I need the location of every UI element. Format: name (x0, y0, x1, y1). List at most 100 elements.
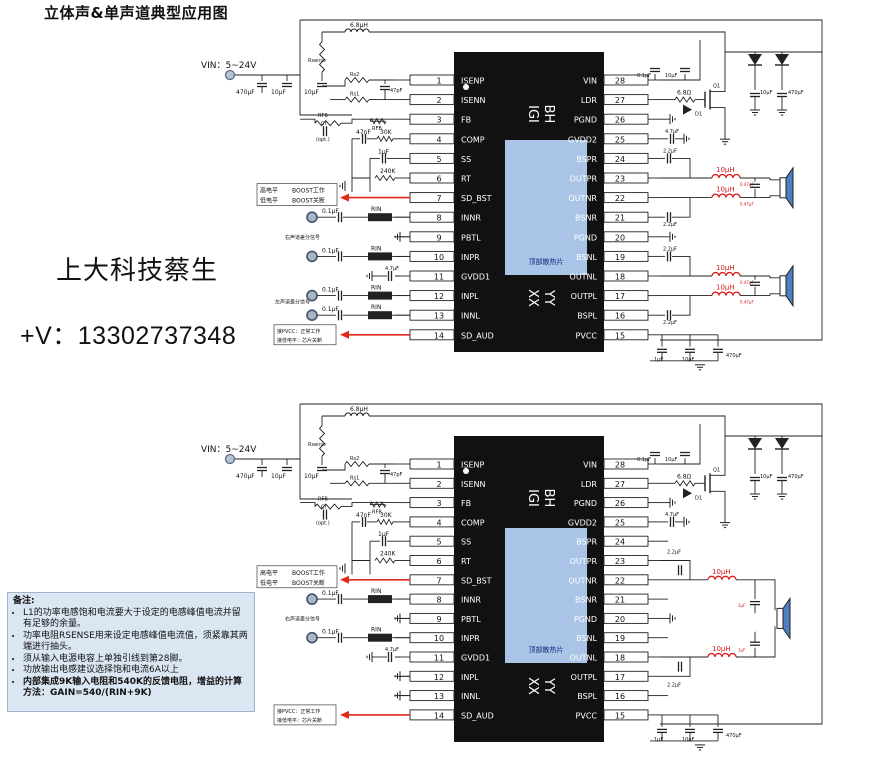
pin-number: 18 (615, 654, 625, 663)
inductor-icon (711, 271, 741, 277)
diode-icon (775, 54, 789, 65)
wire (672, 295, 691, 316)
pin-name: INPL (461, 292, 479, 301)
wire (660, 40, 701, 81)
wire (769, 293, 780, 296)
inductor-label: 6.8μH (350, 22, 368, 29)
pin-number: 21 (615, 214, 625, 223)
pin-number: 9 (436, 615, 441, 624)
speaker-cone-icon (785, 264, 794, 308)
pin-number: 3 (436, 499, 441, 508)
cap-label: 470μF (236, 89, 255, 96)
pin-name: FB (461, 116, 471, 125)
rin-resistor-icon (368, 252, 392, 261)
inductor-icon (707, 652, 737, 658)
pin-name: PBTL (461, 615, 481, 624)
cap-label: 10μF (760, 90, 773, 96)
pin-number: 28 (615, 77, 625, 86)
pin-name: GVDD2 (568, 518, 597, 527)
pin-number: 1 (436, 461, 441, 470)
mosfet-label: Q1 (713, 84, 720, 90)
resistor-label: Rsense (308, 442, 326, 448)
wire (755, 579, 776, 611)
pin-name: OUTPR (570, 175, 598, 184)
pin-name: OUTNR (568, 194, 597, 203)
pin-name: FB (461, 499, 471, 508)
resistor-label: 240K (380, 168, 396, 175)
pin-number: 26 (615, 116, 625, 125)
wire (300, 502, 316, 507)
notes-title: 备注: (13, 596, 35, 606)
resistor-icon (376, 135, 394, 143)
pin-box (409, 497, 455, 509)
resistor-icon (344, 460, 370, 468)
chip-mark-top: IGI (525, 489, 540, 507)
cap-label: 1μF (738, 603, 746, 608)
arrow-head-icon (340, 330, 349, 339)
pin-name: PBTL (461, 233, 481, 242)
resistor-label: RFB (318, 497, 328, 503)
resistor-icon (369, 501, 387, 509)
cap-label: 470μF (726, 733, 742, 739)
pin-name: INNR (461, 214, 481, 223)
pin-box (603, 612, 649, 624)
pin-number: 25 (615, 518, 625, 527)
pin-box (409, 458, 455, 470)
inductor-label: 10μH (716, 284, 735, 292)
legend-text: 接低电平：芯片关断 (277, 337, 322, 344)
wire (672, 157, 691, 178)
wire (769, 195, 780, 198)
input-terminal-icon (306, 211, 318, 223)
pin-box (409, 535, 455, 547)
pin-box (409, 270, 455, 282)
pin-number: 22 (615, 194, 625, 203)
rin-resistor-icon (368, 311, 392, 320)
diode-label: D1 (695, 495, 702, 501)
pin-name: BSNL (576, 253, 597, 262)
pin-box (409, 555, 455, 566)
resistor-label: 30K (380, 512, 393, 519)
pin-box (603, 329, 649, 341)
pin-name: OUTPL (571, 292, 598, 301)
resistor-label: Rs2 (350, 72, 359, 78)
pin-box (409, 290, 455, 302)
pin-name: BSNR (575, 214, 597, 223)
inductor-label: 10μH (716, 264, 735, 272)
pin-number: 23 (615, 175, 625, 184)
pin-name: ISENP (461, 461, 484, 470)
wire (322, 80, 346, 87)
pin-number: 11 (434, 654, 444, 663)
wire (672, 255, 691, 276)
chip-mark-bottom: XX (525, 289, 540, 307)
notes-list: L1的功率电感饱和电流要大于设定的电感峰值电流并留有足够的余量。 功率电阻RSE… (13, 608, 249, 700)
pin-number: 21 (615, 596, 625, 605)
cap-label: 10μF (760, 474, 773, 480)
resistor-icon (314, 120, 342, 127)
cap-label: 470μF (788, 90, 804, 96)
cap-label: 0.1μF (637, 457, 651, 463)
pin-box (603, 113, 649, 125)
pin-name: SD_AUD (461, 331, 494, 340)
pin-name: PVCC (576, 711, 598, 720)
pin-number: 13 (434, 312, 444, 321)
cap-label: 2.2μF (667, 550, 681, 556)
cap-label: 2.2μF (663, 320, 677, 326)
resistor-icon (344, 76, 370, 84)
wire (755, 626, 776, 658)
resistor-label: RIN (371, 285, 381, 292)
pin-box (603, 709, 649, 721)
pin-box (409, 593, 455, 605)
note-item: L1的功率电感饱和电流要大于设定的电感峰值电流并留有足够的余量。 (23, 608, 249, 631)
pin-number: 6 (436, 175, 441, 184)
pin1-marker-icon (463, 468, 469, 474)
vin-label: VIN：5~24V (201, 61, 257, 71)
resistor-label: RFB (318, 113, 328, 119)
heatsink-pad (505, 140, 587, 275)
cap-label: 4.7μF (665, 512, 679, 518)
inductor-label: 10μH (712, 645, 731, 653)
pin-box (409, 152, 455, 164)
pin-number: 27 (615, 96, 625, 105)
pin-box (603, 516, 649, 528)
diode-label: D1 (695, 112, 702, 118)
